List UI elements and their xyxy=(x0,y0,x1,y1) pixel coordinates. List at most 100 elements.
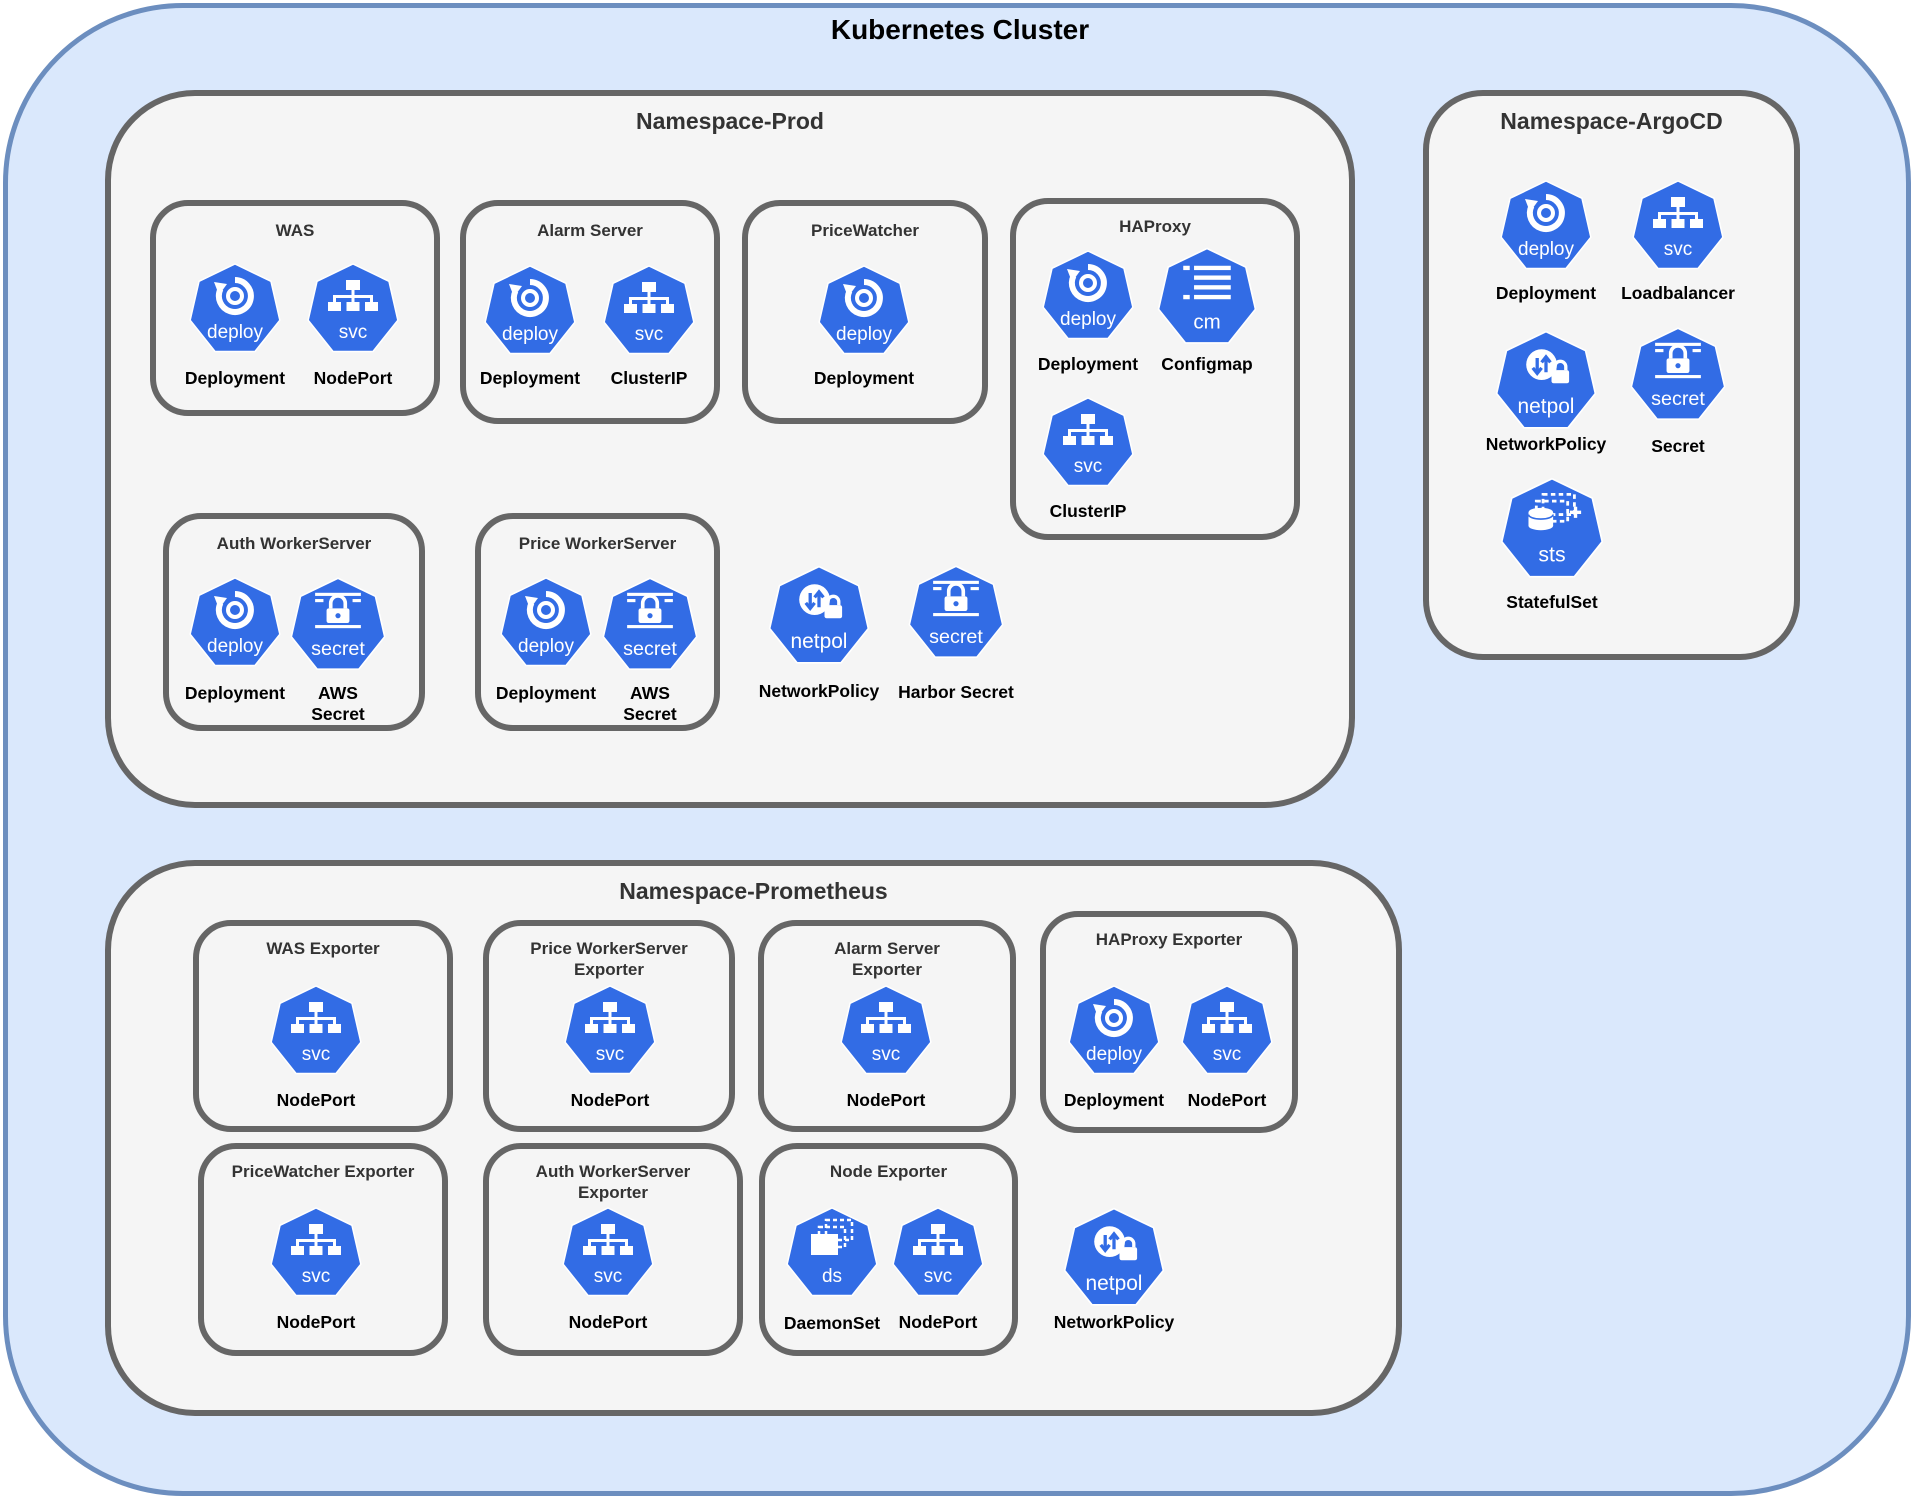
group-auth-workerserver-exporter-title-2: Exporter xyxy=(578,1183,648,1202)
svg-text:svc: svc xyxy=(302,1044,331,1065)
deploy-icon: deploy xyxy=(814,260,914,360)
secret-icon: secret xyxy=(286,572,390,676)
svg-text:svc: svc xyxy=(1074,456,1103,477)
icon-label-prom-netpol: NetworkPolicy xyxy=(1054,1312,1175,1333)
icon-label-line: NodePort xyxy=(276,1090,356,1110)
svc-icon: svc xyxy=(560,980,660,1080)
namespace-prometheus-title: Namespace-Prometheus xyxy=(619,878,888,904)
svc-icon: svc xyxy=(599,260,699,360)
sts-icon: sts xyxy=(1496,472,1608,584)
icon-label-was-deploy: Deployment xyxy=(185,368,285,389)
group-haproxy-title: HAProxy xyxy=(1119,217,1191,236)
icon-label-argo-svc: Loadbalancer xyxy=(1621,283,1735,304)
icon-label-line: Harbor Secret xyxy=(898,682,1014,702)
group-alarm-server-exporter-title-1: Alarm Server xyxy=(834,939,940,958)
icon-label-line: NodePort xyxy=(276,1312,356,1332)
group-price-workerserver-exporter-title-2: Exporter xyxy=(574,960,644,979)
group-auth-workerserver-title: Auth WorkerServer xyxy=(216,534,372,553)
svg-text:secret: secret xyxy=(929,626,983,648)
group-pricewatcher-title: PriceWatcher xyxy=(810,221,920,240)
group-price-workerserver-exporter-title-1: Price WorkerServer xyxy=(530,939,688,958)
group-price-workerserver-title: Price WorkerServer xyxy=(518,534,677,553)
svc-icon: svc xyxy=(303,258,403,358)
icon-label-line-2: Secret xyxy=(311,704,365,724)
deploy-icon: deploy xyxy=(480,260,580,360)
svc-icon: svc xyxy=(266,980,366,1080)
group-haproxy-exporter-title: HAProxy Exporter xyxy=(1095,930,1243,949)
icon-label-argo-sts: StatefulSet xyxy=(1506,592,1597,613)
svg-text:svc: svc xyxy=(596,1044,625,1065)
icon-label-auth-deploy: Deployment xyxy=(185,683,285,704)
icon-label-price-exp-svc: NodePort xyxy=(571,1090,650,1111)
icon-label-line: NodePort xyxy=(570,1090,650,1110)
svg-text:secret: secret xyxy=(311,638,365,660)
netpol-icon: netpol xyxy=(764,560,874,670)
namespace-argocd: Namespace-ArgoCD xyxy=(1423,90,1800,660)
icon-label-node-exp-svc: NodePort xyxy=(899,1312,978,1333)
svg-text:deploy: deploy xyxy=(207,636,263,657)
svg-text:svc: svc xyxy=(872,1044,901,1065)
svc-icon: svc xyxy=(836,980,936,1080)
deploy-icon: deploy xyxy=(185,258,285,358)
icon-label-line-2: Secret xyxy=(623,704,677,724)
secret-icon: secret xyxy=(904,560,1008,664)
svg-text:ds: ds xyxy=(822,1266,842,1287)
svc-icon: svc xyxy=(1038,392,1138,492)
netpol-icon: netpol xyxy=(1491,325,1601,435)
icon-label-line: Deployment xyxy=(479,368,581,388)
icon-label-pw-exp-svc: NodePort xyxy=(277,1312,356,1333)
icon-label-line: Deployment xyxy=(1495,283,1597,303)
svg-text:svc: svc xyxy=(594,1266,623,1287)
icon-label-was-svc: NodePort xyxy=(314,368,393,389)
icon-label-line: Secret xyxy=(1651,436,1705,456)
icon-label-line: AWS xyxy=(630,683,670,703)
svc-icon: svc xyxy=(888,1202,988,1302)
icon-label-line: NodePort xyxy=(313,368,393,388)
icon-label-line: NodePort xyxy=(846,1090,926,1110)
icon-label-line: Deployment xyxy=(184,368,286,388)
group-node-exporter-title: Node Exporter xyxy=(829,1162,948,1181)
svg-text:sts: sts xyxy=(1538,543,1565,567)
icon-label-haproxy-deploy: Deployment xyxy=(1038,354,1138,375)
icon-label-argo-secret: Secret xyxy=(1651,436,1705,457)
deploy-icon: deploy xyxy=(1038,245,1138,345)
svg-text:deploy: deploy xyxy=(1086,1044,1142,1065)
svg-text:deploy: deploy xyxy=(1060,309,1116,330)
svg-text:svc: svc xyxy=(635,324,664,345)
icon-label-line: ClusterIP xyxy=(610,368,688,388)
icon-label-line: NetworkPolicy xyxy=(758,681,880,701)
icon-label-argo-deploy: Deployment xyxy=(1496,283,1596,304)
icon-label-argo-netpol: NetworkPolicy xyxy=(1486,434,1607,455)
secret-icon: secret xyxy=(1626,322,1730,426)
icon-label-line: Deployment xyxy=(813,368,915,388)
namespace-prod-title: Namespace-Prod xyxy=(636,108,824,134)
icon-label-line: ClusterIP xyxy=(1049,501,1127,521)
icon-label-line: NodePort xyxy=(898,1312,978,1332)
icon-label-line: Loadbalancer xyxy=(1621,283,1735,303)
icon-label-alarm-deploy: Deployment xyxy=(480,368,580,389)
svg-text:svc: svc xyxy=(924,1266,953,1287)
group-alarm-server-exporter-title-2: Exporter xyxy=(852,960,922,979)
svg-text:deploy: deploy xyxy=(502,324,558,345)
icon-label-alarm-svc: ClusterIP xyxy=(611,368,688,389)
netpol-icon: netpol xyxy=(1059,1202,1169,1312)
icon-label-line: Configmap xyxy=(1161,354,1253,374)
icon-label-line: NodePort xyxy=(568,1312,648,1332)
icon-label-line: Deployment xyxy=(495,683,597,703)
deploy-icon: deploy xyxy=(496,572,596,672)
svg-text:svc: svc xyxy=(1213,1044,1242,1065)
group-pricewatcher-exporter-title: PriceWatcher Exporter xyxy=(231,1162,415,1181)
svg-text:svc: svc xyxy=(302,1266,331,1287)
cm-icon: cm xyxy=(1153,242,1261,350)
icon-label-line: NodePort xyxy=(1187,1090,1267,1110)
group-haproxy: HAProxy xyxy=(1010,198,1300,540)
icon-label-prod-netpol: NetworkPolicy xyxy=(759,681,880,702)
svc-icon: svc xyxy=(266,1202,366,1302)
svg-text:svc: svc xyxy=(339,322,368,343)
icon-label-prod-harbor: Harbor Secret xyxy=(898,682,1014,703)
svg-text:secret: secret xyxy=(623,638,677,660)
icon-label-haproxy-exp-deploy: Deployment xyxy=(1064,1090,1164,1111)
svg-text:deploy: deploy xyxy=(836,324,892,345)
